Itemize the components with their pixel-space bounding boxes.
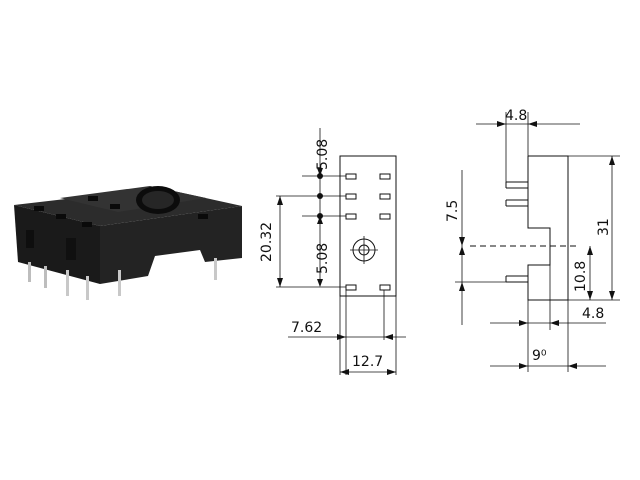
side-view-outline: [527, 155, 569, 301]
dim-height-31: 31: [596, 218, 612, 236]
dim-top-width: 4.8: [505, 108, 527, 124]
socket-body: [14, 186, 242, 284]
dim-lower: 10.8: [573, 261, 589, 292]
pin-pad: [345, 193, 357, 200]
dim-height: 20.32: [259, 222, 275, 262]
pin-pad: [345, 173, 357, 180]
dim-width: 12.7: [352, 354, 383, 370]
socket-pins: [28, 258, 217, 300]
pin-pad: [345, 284, 357, 291]
dim-base: 9⁰: [532, 348, 547, 364]
dim-col-spacing: 7.62: [291, 320, 322, 336]
dim-pitch-top: 5.08: [315, 139, 331, 170]
pin-pad: [345, 213, 357, 220]
pin-pad: [379, 173, 391, 180]
dim-bottom-width: 4.8: [582, 306, 604, 322]
dim-pitch-side: 5.08: [315, 243, 331, 274]
pin-pad: [379, 284, 391, 291]
dim-offset: 7.5: [445, 200, 461, 222]
front-view-outline: [339, 155, 397, 297]
pin-pad: [379, 213, 391, 220]
pin-pad: [379, 193, 391, 200]
center-hole-symbol: [350, 236, 378, 264]
